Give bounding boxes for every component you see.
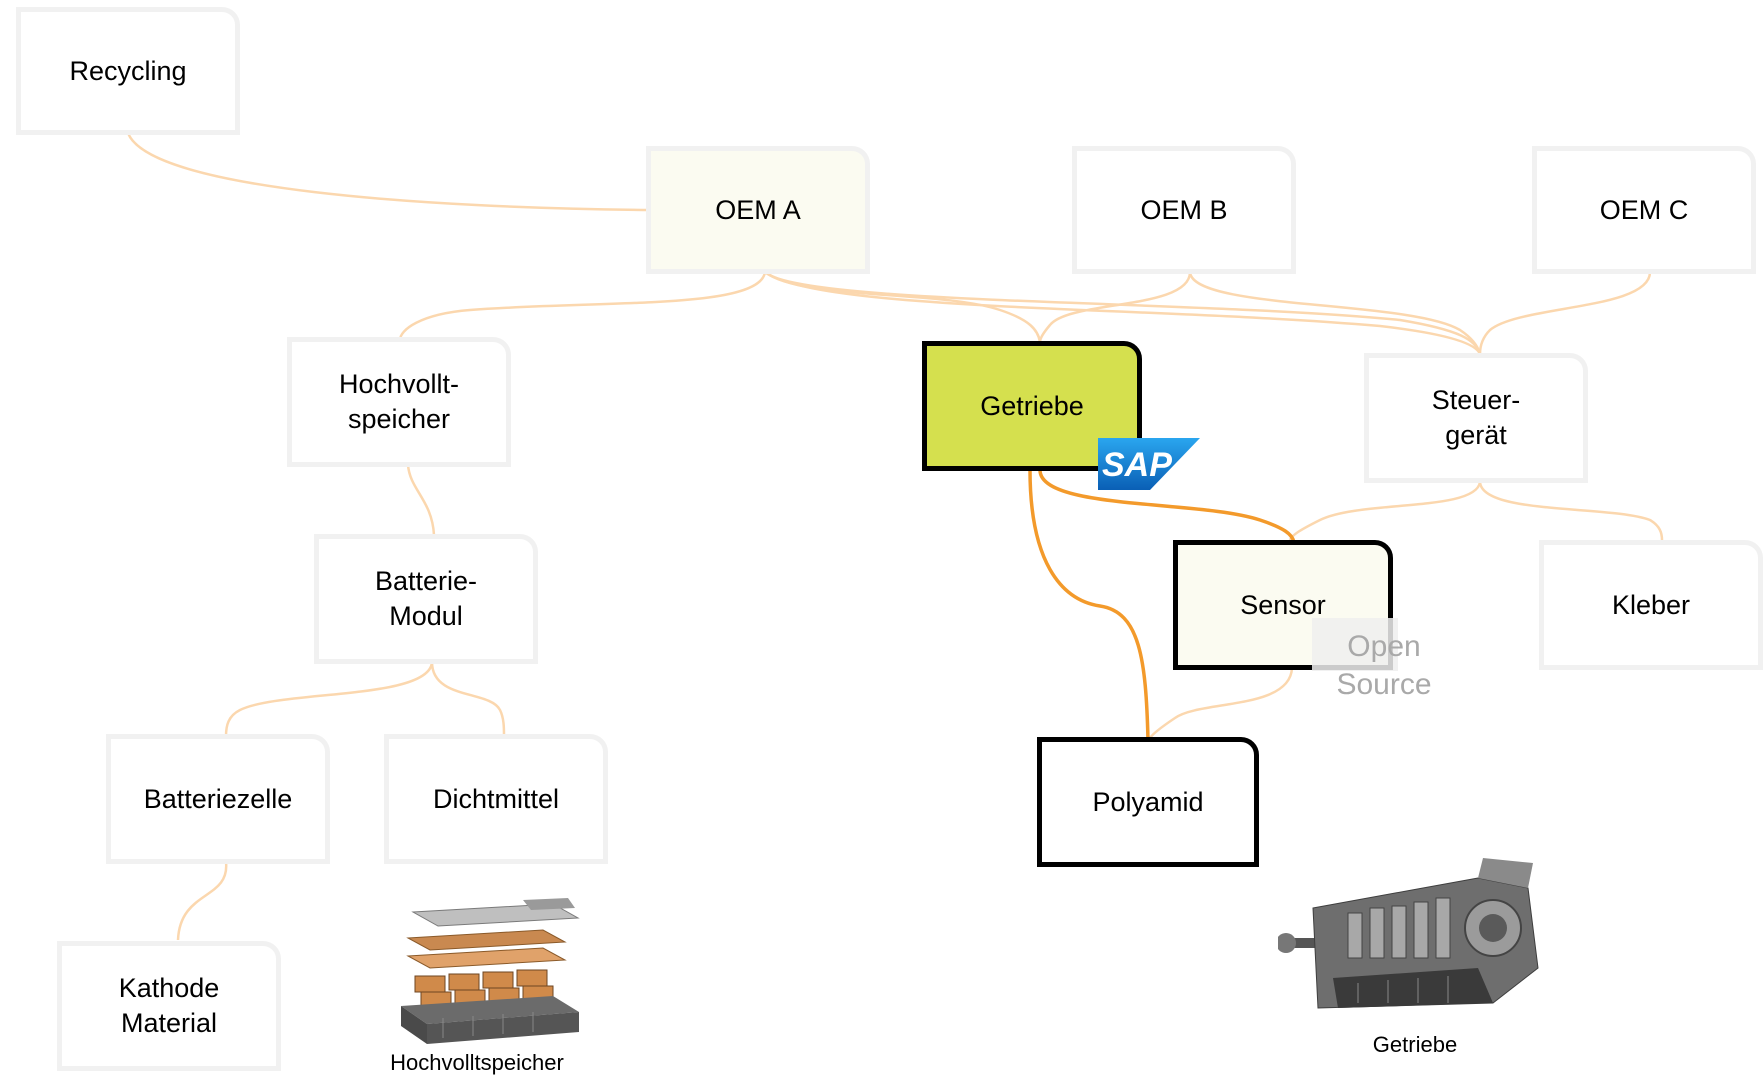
sap-logo-icon: SAP [1098, 438, 1200, 490]
node-label: Getriebe [980, 390, 1084, 421]
node-label: Polyamid [1092, 786, 1204, 817]
node-label: OEM A [715, 194, 801, 225]
node-label: Dichtmittel [432, 783, 560, 814]
node-label: Batteriezelle [143, 783, 293, 814]
node-label: Kathode Material [118, 973, 220, 1038]
node-label: Sensor [1240, 589, 1326, 620]
node-oem-b[interactable]: OEM B [1072, 146, 1296, 274]
edge-steuergeraet-kleber [1478, 481, 1664, 541]
battery-pack-image [401, 898, 580, 1044]
edge-oem-a-steuergeraet-2 [764, 270, 1482, 355]
node-recycling[interactable]: Recycling [16, 7, 240, 135]
node-label: Hochvollt- speicher [338, 369, 460, 434]
edge-oem-b-steuergeraet [1188, 271, 1482, 355]
node-batteriemodul[interactable]: Batterie- Modul [314, 534, 538, 664]
battery-photo-caption: Hochvolltspeicher [390, 1050, 564, 1075]
open-source-label: Open Source [1336, 630, 1432, 701]
node-kleber[interactable]: Kleber [1539, 540, 1763, 670]
edge-oem-a-hochvoltspeicher [398, 271, 767, 341]
edge-sensor-polyamid [1148, 667, 1294, 739]
edge-oem-a-steuergeraet [764, 271, 1482, 355]
node-kathode-material[interactable]: Kathode Material [57, 941, 281, 1071]
gearbox-image [1278, 858, 1539, 1009]
edge-steuergeraet-sensor [1288, 481, 1482, 541]
node-label: Steuer- gerät [1431, 385, 1521, 450]
node-label: OEM C [1599, 194, 1689, 225]
edge-oem-b-getriebe [1038, 271, 1192, 343]
node-polyamid[interactable]: Polyamid [1037, 737, 1259, 867]
node-steuergeraet[interactable]: Steuer- gerät [1364, 353, 1588, 483]
node-hochvoltspeicher[interactable]: Hochvollt- speicher [287, 337, 511, 467]
edge-oem-c-steuergeraet [1478, 271, 1652, 355]
edge-getriebe-sensor [1038, 469, 1296, 543]
open-source-patch [1312, 618, 1398, 671]
edge-batteriemodul-batteriezelle [224, 661, 434, 737]
node-label: Recycling [69, 55, 187, 86]
node-getriebe[interactable]: Getriebe [922, 341, 1142, 471]
edge-hochvoltspeicher-batteriemodul [406, 464, 436, 536]
node-oem-c[interactable]: OEM C [1532, 146, 1756, 274]
edge-batteriemodul-dichtmittel [430, 661, 506, 737]
node-label: Batterie- Modul [374, 566, 478, 631]
node-batteriezelle[interactable]: Batteriezelle [106, 734, 330, 864]
sap-logo-text: SAP [1102, 446, 1172, 484]
gearbox-photo-caption: Getriebe [1372, 1032, 1458, 1057]
node-oem-a[interactable]: OEM A [646, 146, 870, 274]
node-label: Kleber [1611, 589, 1691, 620]
edge-recycling-oem-a [126, 132, 651, 212]
edge-getriebe-polyamid [1028, 469, 1150, 741]
edge-batteriezelle-kathode [176, 861, 228, 941]
node-dichtmittel[interactable]: Dichtmittel [384, 734, 608, 864]
node-label: OEM B [1140, 194, 1228, 225]
